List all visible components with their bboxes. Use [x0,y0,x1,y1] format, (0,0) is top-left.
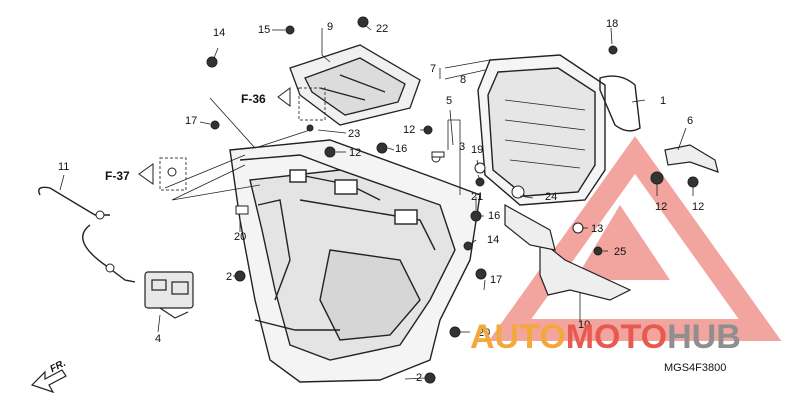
callout-18: 18 [606,18,618,30]
ref-arrow-f36 [277,87,291,107]
callout-17: 17 [185,115,197,127]
callout-19: 19 [471,144,483,156]
callout-24: 24 [545,191,557,203]
storage-box [229,139,481,383]
seal-ring [599,75,641,132]
door-frame [477,54,606,206]
callout-23: 23 [348,128,360,140]
callout-12: 12 [655,201,667,213]
hinge-bracket [539,238,632,301]
callout-20: 20 [478,327,490,339]
watermark-triangle [488,136,782,341]
callout-16: 16 [488,210,500,222]
callout-15: 15 [258,24,270,36]
callout-2: 2 [226,271,232,283]
callout-11: 11 [58,161,69,173]
callout-17: 17 [490,274,502,286]
watermark-auto: AUTO [470,318,566,356]
watermark-logo: AUTOMOTOHUB [470,318,741,357]
ref-box-f37 [159,157,187,191]
ref-f-36: F-36 [241,92,266,106]
callout-20: 20 [234,231,246,243]
callout-8: 8 [460,74,466,86]
callout-12: 12 [403,124,415,136]
ref-arrow-f37 [138,163,154,185]
callout-12: 12 [692,201,704,213]
watermark-moto: MOTO [565,318,668,356]
fasteners [167,16,699,384]
callout-2: 2 [416,372,422,384]
callout-10: 10 [578,319,590,331]
stay [664,144,719,173]
mount-plate [504,203,556,251]
callout-9: 9 [327,21,333,33]
callout-14: 14 [487,234,499,246]
leader-lines [59,24,694,380]
callout-12: 12 [349,147,361,159]
callout-7: 7 [430,63,436,75]
callout-25: 25 [614,246,626,258]
callout-1: 1 [660,95,666,107]
callout-13: 13 [591,223,603,235]
latch-assembly [144,271,194,319]
callout-22: 22 [376,23,388,35]
ref-box-f36 [298,87,326,121]
callout-4: 4 [155,333,161,345]
callout-5: 5 [446,95,452,107]
callout-3: 3 [459,141,465,153]
callout-14: 14 [213,27,225,39]
ref-f-37: F-37 [105,169,130,183]
diagram-code: MGS4F3800 [664,362,727,374]
callout-16: 16 [395,143,407,155]
inner-lid [289,44,421,126]
callout-6: 6 [687,115,693,127]
watermark-hub: HUB [667,318,741,356]
forward-arrow-icon [30,369,67,394]
cable [38,186,136,283]
callout-21: 21 [471,191,483,203]
